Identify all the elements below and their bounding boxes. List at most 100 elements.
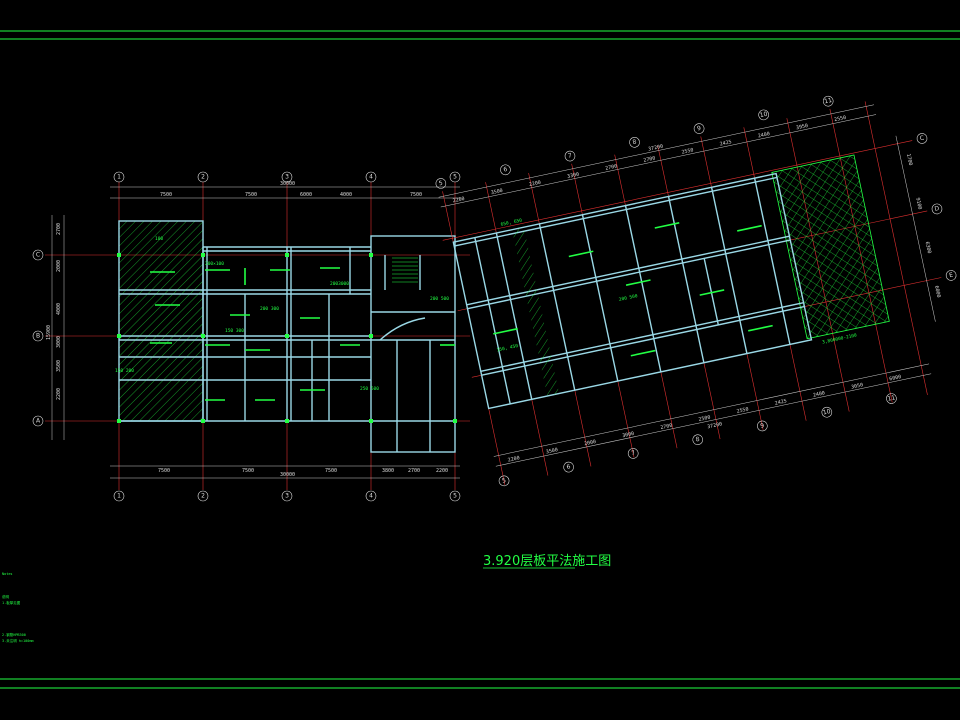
axis-bubble-top-circle (693, 123, 705, 134)
right-bottom-dim: 2550 (736, 407, 749, 415)
drawing-title: 3.920层板平法施工图 (483, 554, 611, 569)
right-top-dim: 3950 (796, 123, 809, 131)
right-side-dim: 1700 (905, 153, 913, 166)
axis-bubble-bottom: 7 (627, 448, 639, 459)
right-bottom-dim: 2200 (507, 455, 520, 463)
axis-bubble-row-circle (931, 203, 943, 215)
axis-bubble-bottom-circle (756, 420, 768, 432)
left-side-dim: 3500 (56, 360, 62, 372)
stair-symbol (392, 257, 418, 283)
left-side-dim: 4000 (56, 303, 62, 315)
axis-bubble-top-label: 3 (285, 174, 289, 181)
axis-bubble-bottom-label: 3 (285, 493, 289, 500)
axis-bubble-top-label: 11 (824, 97, 833, 105)
note-line: 说明 (2, 594, 9, 599)
axis-bubble-bottom-label: 6 (566, 463, 571, 471)
right-top-total: 37200 (648, 144, 664, 153)
axis-bubble-row-label: A (36, 418, 41, 425)
axis-bubble-top-circle (197, 171, 209, 183)
left-side-dim: 2200 (56, 388, 62, 400)
axis-bubble-row-circle (916, 133, 928, 144)
axis-bubble-bottom-label: 1 (117, 493, 121, 500)
axis-bubble-bottom-label: 8 (695, 436, 700, 444)
axis-bubble-top-label: 5 (453, 174, 457, 181)
rebar-tag: 200 300 (260, 306, 279, 312)
left-bottom-dim: 3800 (382, 468, 394, 474)
axis-bubble-row-circle (32, 330, 44, 342)
left-bottom-dim: 2700 (408, 468, 420, 474)
right-dimension-lines (438, 104, 936, 467)
left-side-dims: 2700 2000 4000 3000 3500 2200 (56, 223, 62, 400)
axis-bubble-bottom-circle (449, 490, 461, 502)
axis-bubble-bottom: 8 (692, 434, 704, 445)
axis-bubble-bottom-label: 5 (453, 493, 457, 500)
axis-bubble-top-circle (435, 178, 447, 189)
axis-bubble-top-circle (629, 137, 640, 148)
right-top-dim: 2700 (643, 155, 656, 163)
hatched-strip (512, 227, 560, 396)
axis-bubble-top-label: 7 (567, 152, 572, 160)
rebar-tag: 150 300 (225, 328, 244, 334)
axis-bubble-row-circle (945, 270, 957, 281)
axis-bubble-bottom-circle (113, 490, 125, 502)
axis-bubble-top-circle (564, 150, 576, 162)
right-bottom-dim: 3000 (622, 431, 635, 439)
axis-bubble-top-circle (365, 171, 377, 183)
axis-bubble-top-label: 4 (369, 174, 373, 181)
axis-bubble-row-label: D (934, 205, 940, 213)
note-line: Notes (2, 572, 13, 576)
right-bottom-dim: 2425 (774, 398, 787, 406)
rebar-tag: 150, 450 (496, 343, 519, 353)
left-bottom-dim: 7500 (158, 468, 170, 474)
axis-bubble-top-circle (113, 171, 125, 183)
axis-bubble-top: 1 (113, 171, 125, 183)
axis-bubble-top: 4 (365, 171, 377, 183)
axis-bubble-bottom: 11 (886, 393, 897, 404)
right-top-dim: 2425 (719, 139, 732, 147)
axis-bubble-bottom: 5 (449, 490, 461, 502)
right-top-dim: 2400 (757, 131, 770, 139)
axis-bubble-bottom-label: 9 (760, 422, 765, 430)
axis-bubble-bottom-circle (365, 490, 377, 502)
right-bottom-total: 37200 (707, 421, 723, 430)
rebar-marks-left (150, 267, 455, 401)
axis-bubble-top: 10 (758, 109, 769, 121)
left-side-dim: 2700 (56, 223, 62, 235)
right-top-dim: 3300 (567, 172, 580, 180)
left-dimension-lines (51, 186, 460, 479)
axis-bubble-bottom-circle (498, 475, 510, 487)
right-beams (452, 172, 813, 410)
axis-bubble-top: 3 (281, 171, 293, 183)
left-top-dim: 4000 (340, 192, 352, 198)
left-side-dim: 3000 (56, 336, 62, 348)
axis-bubble-row-label: E (949, 272, 954, 280)
right-top-dims: 2200350022003300270027002550242524003950… (452, 115, 847, 204)
axis-bubble-row: E (945, 270, 957, 281)
axis-bubble-top: 8 (629, 137, 640, 148)
axis-bubble-bottom-label: 2 (201, 493, 205, 500)
left-top-total: 30000 (280, 181, 295, 187)
rebar-tag: 200 500 (430, 296, 449, 302)
rebar-tag: 200 500 (618, 293, 638, 303)
axis-bubble-bottom: 4 (365, 490, 377, 502)
axis-bubble-bottom: 5 (498, 475, 510, 487)
axis-bubble-top-circle (449, 171, 461, 183)
axis-bubble-row: A (32, 415, 44, 427)
axis-bubble-top-circle (500, 164, 511, 176)
right-top-dim: 2200 (529, 180, 542, 188)
axis-bubble-row: B (32, 330, 44, 342)
left-side-dim: 2000 (56, 260, 62, 272)
left-row-bubbles: C B A (32, 249, 44, 427)
left-bottom-total: 30000 (280, 472, 295, 478)
axis-bubble-row-label: C (919, 135, 925, 143)
right-bottom-dim: 2400 (813, 390, 826, 398)
left-bottom-dim: 7500 (242, 468, 254, 474)
rebar-marks-right (493, 222, 773, 357)
axis-bubble-top-circle (281, 171, 293, 183)
axis-bubble-row-label: C (36, 252, 40, 259)
